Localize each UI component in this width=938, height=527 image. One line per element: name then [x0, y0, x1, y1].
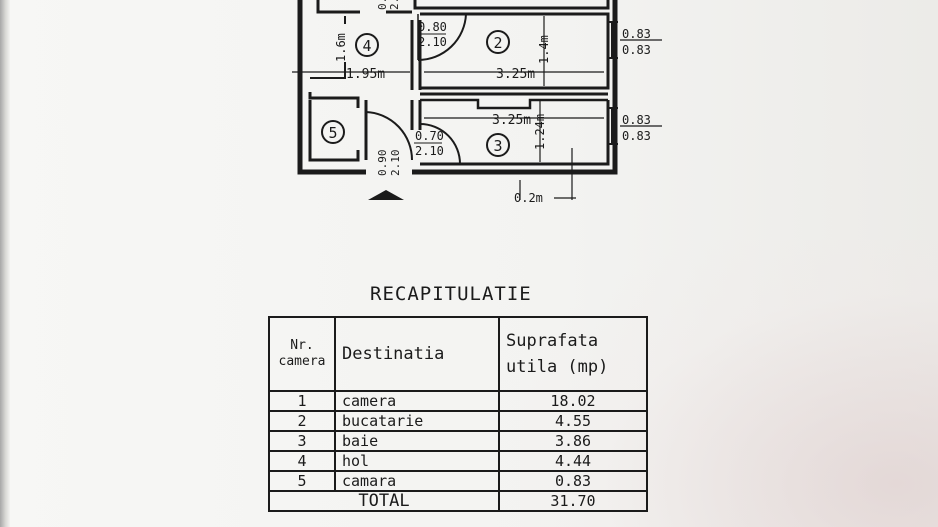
header-area: Suprafata utila (mp): [498, 316, 648, 392]
recap-table: Nr. camera Destinatia Suprafata utila (m…: [268, 316, 648, 512]
dim-door-bath-w: 0.70: [415, 129, 444, 143]
dim-window-1-bottom: 0.83: [622, 43, 651, 57]
dim-hall-height: 1.6m: [334, 33, 348, 62]
row-area: 0.83: [498, 470, 648, 492]
room-number-5: 5: [328, 124, 337, 142]
row-destination: bucatarie: [334, 410, 500, 432]
row-nr: 4: [268, 450, 336, 472]
total-row: TOTAL 31.70: [268, 490, 648, 512]
dim-entry-door-h: 2.10: [389, 150, 402, 177]
header-area-line2: utila (mp): [506, 357, 609, 377]
total-label: TOTAL: [268, 490, 500, 512]
room-number-4: 4: [362, 37, 371, 55]
page-edge-shadow: [0, 0, 10, 527]
table-row: 3 baie 3.86: [268, 430, 648, 452]
table-row: 1 camera 18.02: [268, 390, 648, 412]
table-row: 4 hol 4.44: [268, 450, 648, 472]
row-area: 4.44: [498, 450, 648, 472]
dim-entry-door-w: 0.90: [376, 150, 389, 177]
room-number-3: 3: [493, 137, 502, 155]
dim-window-2-top: 0.83: [622, 113, 651, 127]
row-nr: 5: [268, 470, 336, 492]
dim-door-bath-h: 2.10: [415, 144, 444, 158]
dim-kitchen-height: 1.4m: [537, 35, 551, 64]
header-area-line1: Suprafata: [506, 331, 599, 351]
room-marker-2: [486, 30, 510, 54]
header-destination: Destinatia: [334, 316, 500, 392]
dim-bath-width: 3.25m: [492, 113, 531, 128]
row-area: 18.02: [498, 390, 648, 412]
dim-bath-height: 1.24m: [533, 114, 547, 150]
header-nr: Nr. camera: [268, 316, 336, 392]
entry-arrow-icon: [368, 190, 404, 200]
dim-window-1-top: 0.83: [622, 27, 651, 41]
row-nr: 1: [268, 390, 336, 412]
table-row: 2 bucatarie 4.55: [268, 410, 648, 432]
row-destination: camara: [334, 470, 500, 492]
header-nr-line1: Nr.: [290, 338, 314, 353]
row-destination: camera: [334, 390, 500, 412]
room-marker-4: [355, 33, 379, 57]
dim-top-cut-2: 2.10: [388, 0, 401, 10]
row-area: 3.86: [498, 430, 648, 452]
dim-wall-offset: 0.2m: [514, 191, 543, 205]
table-row: 5 camara 0.83: [268, 470, 648, 492]
recap-title: RECAPITULATIE: [370, 283, 532, 305]
dim-top-cut-1: 0.90: [376, 0, 389, 10]
recap-header-row: Nr. camera Destinatia Suprafata utila (m…: [268, 316, 648, 392]
dim-hall-width: 1.95m: [346, 67, 385, 82]
room-marker-5: [321, 120, 345, 144]
row-nr: 2: [268, 410, 336, 432]
room-number-2: 2: [493, 34, 502, 52]
wall-west: [297, 0, 366, 175]
total-value: 31.70: [498, 490, 648, 512]
dim-window-2-bottom: 0.83: [622, 129, 651, 143]
dim-door-kitchen-w: 0.80: [418, 20, 447, 34]
dim-door-kitchen-h: 2.10: [418, 35, 447, 49]
row-destination: hol: [334, 450, 500, 472]
header-nr-line2: camera: [278, 354, 326, 369]
floor-plan: 4 2 3 5 0.90 2.10 0.80 2.10 1.6m 1.95m 1…: [292, 0, 662, 205]
row-destination: baie: [334, 430, 500, 452]
row-nr: 3: [268, 430, 336, 452]
dim-kitchen-width: 3.25m: [496, 67, 535, 82]
room-marker-3: [486, 133, 510, 157]
row-area: 4.55: [498, 410, 648, 432]
